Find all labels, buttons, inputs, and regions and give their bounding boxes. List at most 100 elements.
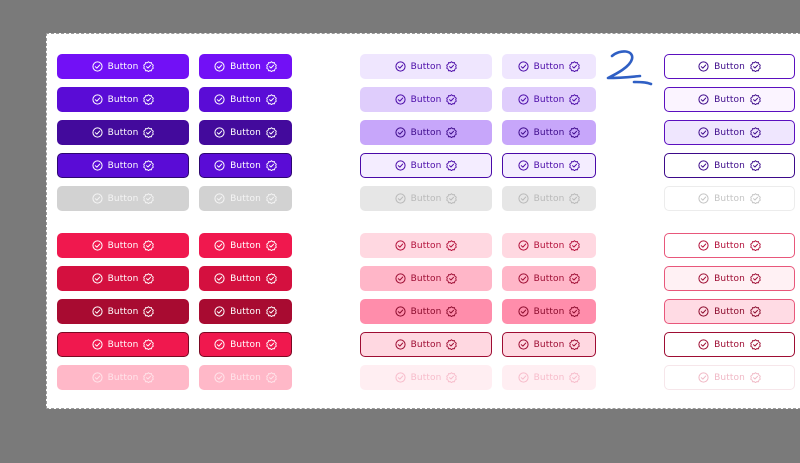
button-label: Button	[714, 339, 745, 350]
primary-disabled-button-1[interactable]: Button	[57, 186, 189, 211]
check-circle-icon	[395, 240, 406, 251]
check-circle-icon	[214, 160, 225, 171]
danger-disabled-button-5[interactable]: Button	[664, 365, 795, 390]
primary-default-button-2[interactable]: Button	[199, 54, 292, 79]
primary-pressed-button-1[interactable]: Button	[57, 120, 189, 145]
check-circle-icon	[395, 372, 406, 383]
button-label: Button	[533, 127, 565, 138]
verified-badge-icon	[143, 306, 155, 317]
button-label: Button	[714, 127, 745, 138]
check-circle-icon	[92, 127, 103, 138]
verified-badge-icon	[143, 193, 155, 204]
primary-hover-button-4[interactable]: Button	[502, 87, 596, 112]
verified-badge-icon	[569, 94, 581, 105]
check-circle-icon	[698, 127, 709, 138]
danger-disabled-button-4[interactable]: Button	[502, 365, 596, 390]
check-circle-icon	[518, 160, 529, 171]
verified-badge-icon	[750, 193, 761, 204]
button-label: Button	[533, 339, 565, 350]
primary-default-button-4[interactable]: Button	[502, 54, 596, 79]
check-circle-icon	[698, 160, 709, 171]
danger-pressed-button-1[interactable]: Button	[57, 299, 189, 324]
button-label: Button	[107, 94, 139, 105]
danger-pressed-button-4[interactable]: Button	[502, 299, 596, 324]
primary-hover-button-1[interactable]: Button	[57, 87, 189, 112]
primary-default-button-1[interactable]: Button	[57, 54, 189, 79]
danger-hover-button-5[interactable]: Button	[664, 266, 795, 291]
primary-pressed-button-5[interactable]: Button	[664, 120, 795, 145]
primary-pressed-button-4[interactable]: Button	[502, 120, 596, 145]
verified-badge-icon	[143, 61, 155, 72]
check-circle-icon	[214, 273, 225, 284]
primary-disabled-button-4[interactable]: Button	[502, 186, 596, 211]
primary-hover-button-5[interactable]: Button	[664, 87, 795, 112]
button-label: Button	[410, 61, 442, 72]
button-label: Button	[107, 240, 139, 251]
verified-badge-icon	[446, 193, 458, 204]
verified-badge-icon	[569, 372, 581, 383]
danger-default-button-2[interactable]: Button	[199, 233, 292, 258]
primary-disabled-button-5[interactable]: Button	[664, 186, 795, 211]
primary-default-button-3[interactable]: Button	[360, 54, 492, 79]
check-circle-icon	[92, 306, 103, 317]
danger-disabled-button-3[interactable]: Button	[360, 365, 492, 390]
primary-focused-button-4[interactable]: Button	[502, 153, 596, 178]
primary-default-button-5[interactable]: Button	[664, 54, 795, 79]
check-circle-icon	[395, 306, 406, 317]
verified-badge-icon	[266, 127, 277, 138]
primary-focused-button-3[interactable]: Button	[360, 153, 492, 178]
primary-hover-button-2[interactable]: Button	[199, 87, 292, 112]
verified-badge-icon	[266, 306, 277, 317]
primary-disabled-button-2[interactable]: Button	[199, 186, 292, 211]
primary-focused-button-1[interactable]: Button	[57, 153, 189, 178]
danger-default-button-4[interactable]: Button	[502, 233, 596, 258]
danger-focused-button-1[interactable]: Button	[57, 332, 189, 357]
danger-hover-button-4[interactable]: Button	[502, 266, 596, 291]
danger-hover-button-3[interactable]: Button	[360, 266, 492, 291]
button-label: Button	[410, 127, 442, 138]
button-label: Button	[107, 306, 139, 317]
danger-disabled-button-2[interactable]: Button	[199, 365, 292, 390]
check-circle-icon	[698, 339, 709, 350]
danger-focused-button-4[interactable]: Button	[502, 332, 596, 357]
check-circle-icon	[214, 372, 225, 383]
danger-default-button-1[interactable]: Button	[57, 233, 189, 258]
danger-default-button-5[interactable]: Button	[664, 233, 795, 258]
button-label: Button	[533, 94, 565, 105]
button-label: Button	[410, 339, 442, 350]
button-label: Button	[533, 160, 565, 171]
danger-focused-button-3[interactable]: Button	[360, 332, 492, 357]
danger-hover-button-2[interactable]: Button	[199, 266, 292, 291]
danger-pressed-button-5[interactable]: Button	[664, 299, 795, 324]
verified-badge-icon	[569, 61, 581, 72]
verified-badge-icon	[750, 273, 761, 284]
check-circle-icon	[395, 127, 406, 138]
verified-badge-icon	[266, 160, 277, 171]
verified-badge-icon	[750, 160, 761, 171]
verified-badge-icon	[750, 339, 761, 350]
danger-default-button-3[interactable]: Button	[360, 233, 492, 258]
check-circle-icon	[698, 372, 709, 383]
primary-pressed-button-3[interactable]: Button	[360, 120, 492, 145]
primary-pressed-button-2[interactable]: Button	[199, 120, 292, 145]
check-circle-icon	[92, 94, 103, 105]
button-label: Button	[230, 339, 261, 350]
check-circle-icon	[698, 94, 709, 105]
primary-disabled-button-3[interactable]: Button	[360, 186, 492, 211]
button-label: Button	[230, 193, 261, 204]
danger-focused-button-2[interactable]: Button	[199, 332, 292, 357]
primary-hover-button-3[interactable]: Button	[360, 87, 492, 112]
button-label: Button	[107, 193, 139, 204]
danger-pressed-button-2[interactable]: Button	[199, 299, 292, 324]
check-circle-icon	[518, 193, 529, 204]
danger-disabled-button-1[interactable]: Button	[57, 365, 189, 390]
verified-badge-icon	[569, 339, 581, 350]
primary-focused-button-2[interactable]: Button	[199, 153, 292, 178]
danger-pressed-button-3[interactable]: Button	[360, 299, 492, 324]
verified-badge-icon	[446, 61, 458, 72]
verified-badge-icon	[569, 273, 581, 284]
primary-focused-button-5[interactable]: Button	[664, 153, 795, 178]
button-label: Button	[714, 193, 745, 204]
danger-hover-button-1[interactable]: Button	[57, 266, 189, 291]
danger-focused-button-5[interactable]: Button	[664, 332, 795, 357]
